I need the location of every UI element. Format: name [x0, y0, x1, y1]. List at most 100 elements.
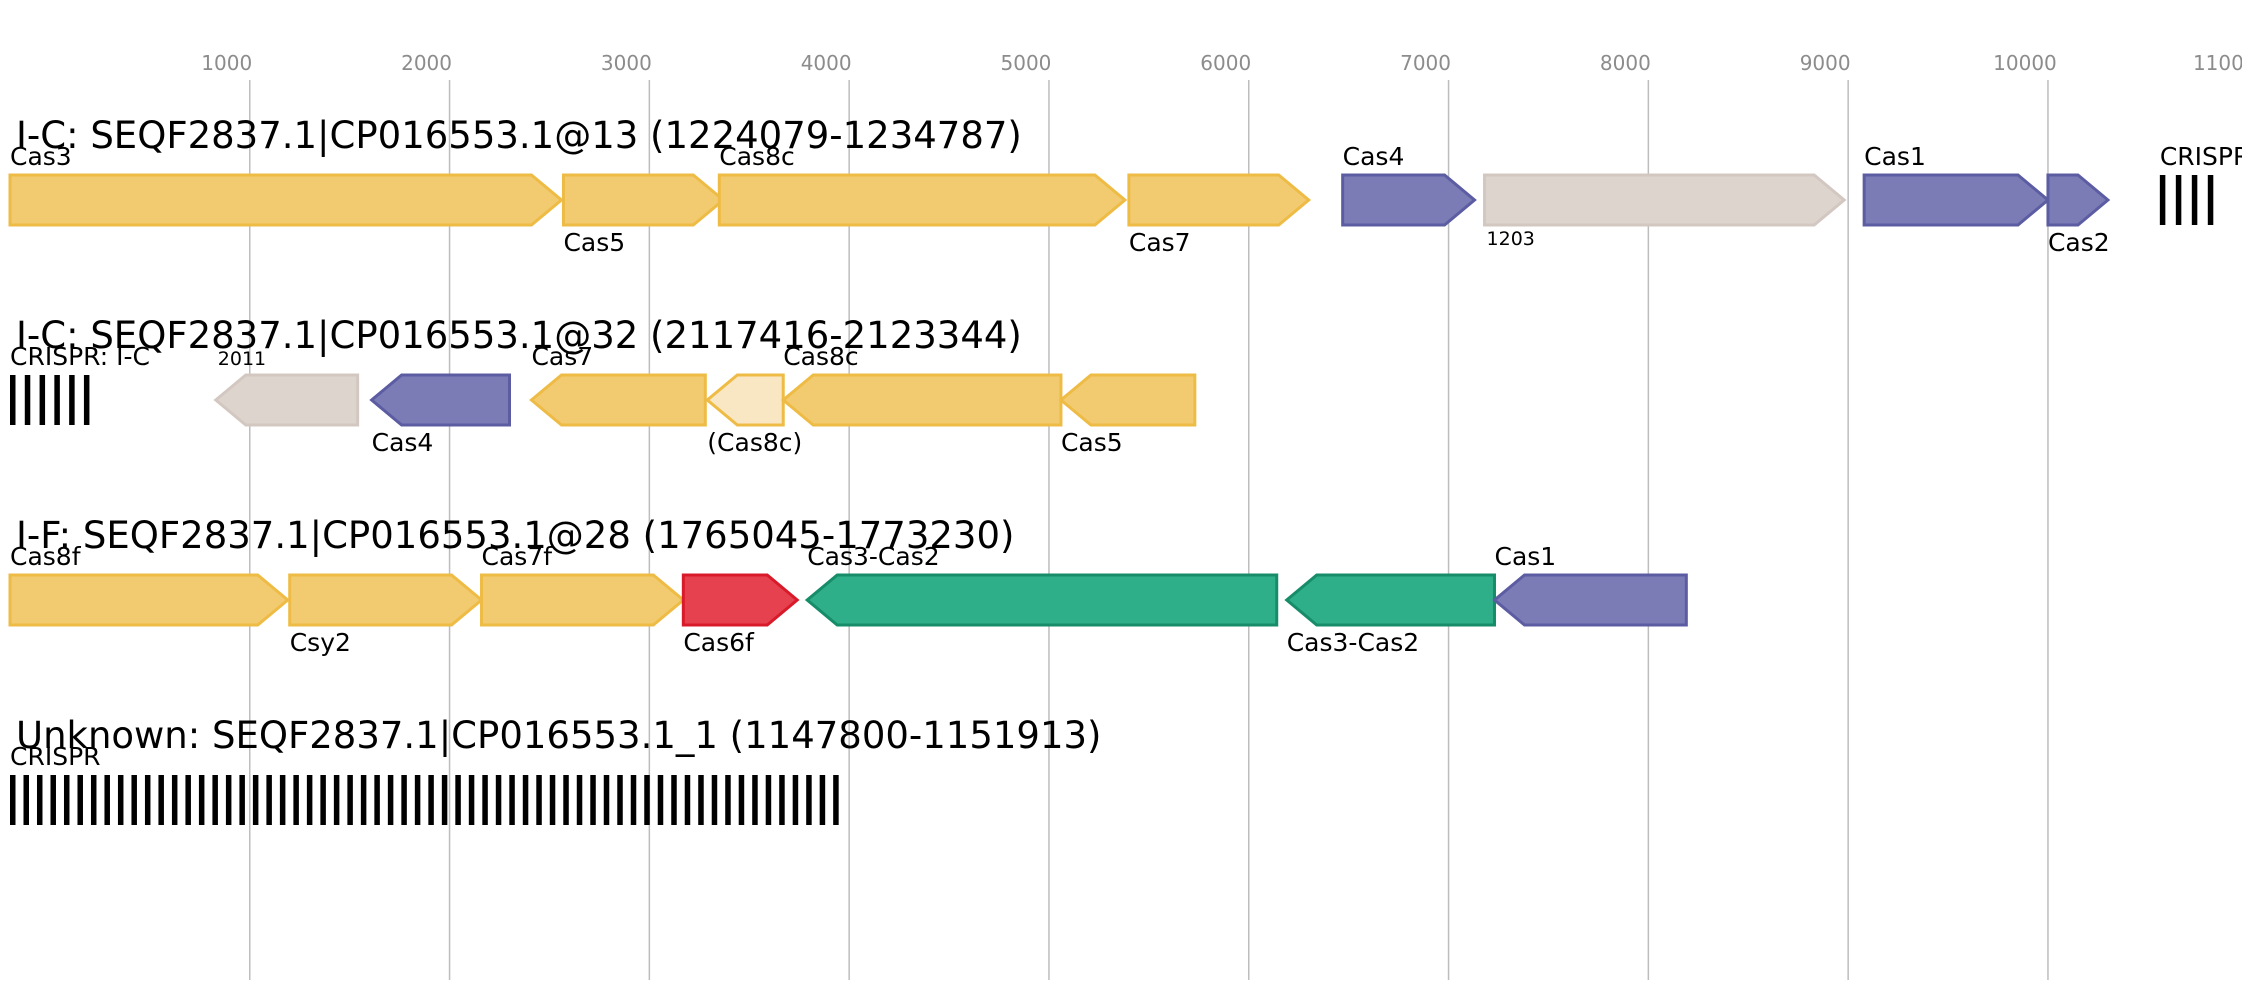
gene-label: (Cas8c)	[707, 428, 802, 457]
crispr-repeat	[198, 775, 205, 825]
crispr-repeat	[630, 775, 637, 825]
tick-label: 9000	[1800, 51, 1851, 75]
gene-arrow	[1127, 173, 1312, 227]
crispr-repeat	[225, 775, 232, 825]
crispr-repeat	[306, 775, 313, 825]
gene-label: Cas7f	[482, 542, 554, 571]
gene-arrow	[288, 573, 484, 627]
crispr-repeat	[765, 775, 772, 825]
gene-arrow	[1341, 173, 1477, 227]
tick-label: 5000	[1001, 51, 1052, 75]
gene-arrow	[8, 173, 564, 227]
crispr-repeat	[441, 775, 448, 825]
gene-label: Cas4	[372, 428, 434, 457]
crispr-repeat	[833, 775, 839, 825]
crispr-repeat	[36, 775, 43, 825]
gene-label: Cas8c	[783, 342, 858, 371]
crispr-repeat	[495, 775, 502, 825]
crispr-repeat	[266, 775, 272, 825]
track: I-C: SEQF2837.1|CP016553.1@13 (1224079-1…	[8, 114, 2242, 257]
gene-arrow	[8, 573, 291, 627]
gene-label: Cas6f	[683, 628, 755, 657]
crispr-repeat	[252, 775, 259, 825]
gene-arrow	[1284, 573, 1497, 627]
crispr-repeat	[590, 775, 596, 825]
crispr-repeat	[360, 775, 367, 825]
crispr-repeat	[563, 775, 569, 825]
crispr-repeat	[144, 775, 151, 825]
gene-label: Cas3	[10, 142, 72, 171]
crispr-repeat	[158, 775, 164, 825]
crispr-array	[10, 375, 90, 425]
track: I-F: SEQF2837.1|CP016553.1@28 (1765045-1…	[8, 514, 1688, 657]
crispr-repeat	[320, 775, 326, 825]
crispr-repeat	[2207, 175, 2214, 225]
crispr-repeat	[401, 775, 407, 825]
crispr-array	[2159, 175, 2214, 225]
crispr-array	[10, 775, 839, 825]
crispr-repeat	[39, 375, 46, 425]
gene-arrow	[1862, 173, 2051, 227]
gene-label: Cas5	[563, 228, 625, 257]
crispr-repeat	[279, 775, 286, 825]
gene-arrow	[369, 373, 511, 427]
crispr-repeat	[2191, 175, 2198, 225]
tick-label: 7000	[1400, 51, 1451, 75]
crispr-repeat	[806, 775, 812, 825]
crispr-repeat	[698, 775, 704, 825]
tick-label: 11000	[2193, 51, 2242, 75]
grid-lines	[249, 80, 2049, 980]
crispr-repeat	[131, 775, 137, 825]
tick-label: 4000	[801, 51, 852, 75]
crispr-repeat	[10, 375, 16, 425]
crispr-repeat	[212, 775, 218, 825]
crispr-repeat	[549, 775, 556, 825]
crispr-repeat	[23, 775, 29, 825]
crispr-repeat	[83, 375, 90, 425]
gene-label: Cas3-Cas2	[807, 542, 939, 571]
gene-label: Cas8c	[719, 142, 794, 171]
gene-label: Csy2	[290, 628, 351, 657]
track-title: I-C: SEQF2837.1|CP016553.1@32 (2117416-2…	[16, 314, 1022, 357]
crispr-repeat	[455, 775, 461, 825]
gene-label: Cas5	[1061, 428, 1123, 457]
crispr-repeat	[428, 775, 434, 825]
gene-label: Cas8f	[10, 542, 82, 571]
crispr-repeat	[2175, 175, 2182, 225]
gene-label: Cas2	[2048, 228, 2110, 257]
crispr-repeat	[536, 775, 542, 825]
gene-label: Cas1	[1495, 542, 1557, 571]
crispr-repeat	[617, 775, 623, 825]
crispr-repeat	[24, 375, 31, 425]
tick-label: 8000	[1600, 51, 1651, 75]
crispr-repeat	[10, 775, 16, 825]
crispr-label: CRISPR: I-C	[10, 342, 150, 371]
crispr-repeat	[293, 775, 299, 825]
gene-arrow	[529, 373, 707, 427]
crispr-repeat	[779, 775, 785, 825]
track: I-C: SEQF2837.1|CP016553.1@32 (2117416-2…	[10, 314, 1197, 457]
tracks: I-C: SEQF2837.1|CP016553.1@13 (1224079-1…	[8, 114, 2242, 825]
tick-label: 6000	[1200, 51, 1251, 75]
gene-label: 2011	[218, 348, 266, 370]
track-title: I-F: SEQF2837.1|CP016553.1@28 (1765045-1…	[16, 514, 1014, 557]
gene-arrow	[681, 573, 800, 627]
gene-label: 1203	[1487, 228, 1535, 250]
track-title: I-C: SEQF2837.1|CP016553.1@13 (1224079-1…	[16, 114, 1022, 157]
crispr-repeat	[414, 775, 421, 825]
crispr-repeat	[387, 775, 394, 825]
crispr-repeat	[104, 775, 110, 825]
crispr-repeat	[576, 775, 583, 825]
crispr-repeat	[657, 775, 664, 825]
gene-label: Cas1	[1864, 142, 1926, 171]
crispr-repeat	[171, 775, 178, 825]
gene-arrow	[1492, 573, 1688, 627]
crispr-repeat	[684, 775, 691, 825]
tick-label: 2000	[401, 51, 452, 75]
crispr-label: CRISPR: I-C	[2160, 142, 2242, 171]
crispr-repeat	[482, 775, 488, 825]
gene-arrow	[213, 373, 360, 427]
crispr-repeat	[752, 775, 758, 825]
